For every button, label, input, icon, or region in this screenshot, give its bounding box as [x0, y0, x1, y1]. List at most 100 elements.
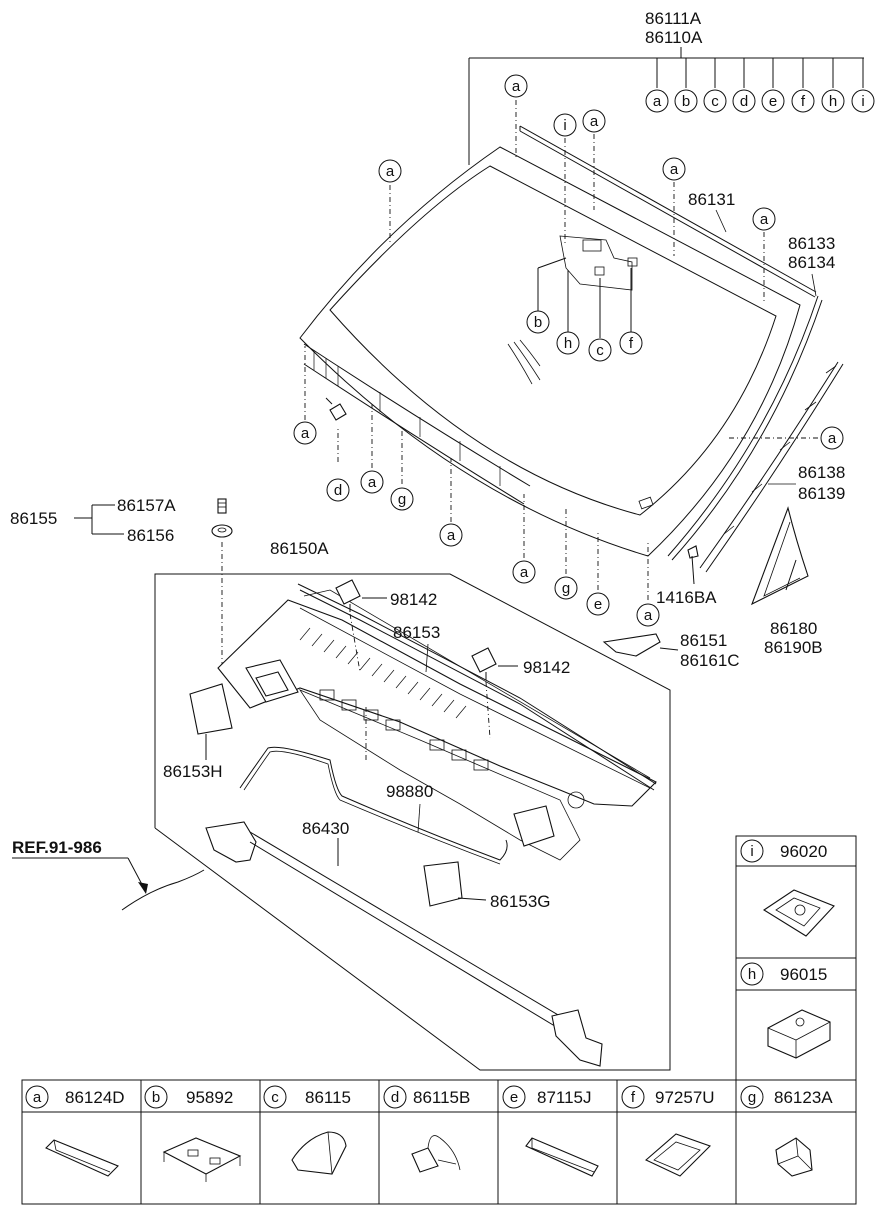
callout: d	[334, 482, 342, 499]
screw-86157A	[217, 498, 227, 514]
header-letter: c	[711, 93, 719, 110]
bracket-86155	[74, 504, 124, 535]
label-86190B: 86190B	[764, 638, 823, 657]
bottom-table-cell-a: a 86124D	[25, 1085, 125, 1109]
label-86111A: 86111A	[645, 9, 702, 28]
bottom-table-cell-c: c 86115	[263, 1085, 351, 1109]
part-icon-87115J	[525, 1137, 599, 1177]
bottom-table-cell-b: b 95892	[144, 1085, 233, 1109]
label-86161C: 86161C	[680, 651, 740, 670]
callout: a	[590, 113, 599, 130]
cell-part: 87115J	[537, 1088, 592, 1107]
cowl-top-panel	[217, 589, 657, 861]
label-98880: 98880	[386, 782, 433, 801]
label-86131: 86131	[688, 190, 735, 209]
label-86155: 86155	[10, 509, 57, 528]
callout: a	[670, 161, 679, 178]
label-86150A: 86150A	[270, 539, 329, 558]
callout: f	[629, 335, 634, 352]
cell-part: 97257U	[655, 1088, 715, 1107]
header-letter: e	[769, 93, 777, 110]
label-98142-b: 98142	[523, 658, 570, 677]
part-icon-86123A	[775, 1137, 813, 1177]
lower-cowl-rail	[205, 821, 603, 1067]
side-letter: h	[748, 966, 756, 983]
side-table-row-i: i 96020	[740, 839, 827, 863]
callout: a	[644, 607, 653, 624]
label-86139: 86139	[798, 484, 845, 503]
label-86153G: 86153G	[490, 892, 551, 911]
callout: a	[368, 474, 377, 491]
callout: b	[534, 314, 542, 331]
side-trim	[699, 361, 844, 573]
label-86153H: 86153H	[163, 762, 223, 781]
label-86153: 86153	[393, 623, 440, 642]
header-letter-circles: a b c d e f h i	[645, 89, 875, 113]
cell-letter: e	[510, 1089, 518, 1106]
part-icon-96015	[767, 1009, 831, 1059]
header-letter: a	[653, 93, 662, 110]
seal-86153G	[423, 861, 487, 907]
label-86134: 86134	[788, 253, 835, 272]
cell-part: 86124D	[65, 1088, 125, 1107]
header-letter: h	[829, 93, 837, 110]
upper-molding	[519, 125, 817, 298]
callout: h	[564, 335, 572, 352]
cowl-seal	[297, 583, 657, 791]
ref-leader	[12, 857, 205, 911]
label-86138: 86138	[798, 463, 845, 482]
cell-letter: f	[631, 1089, 636, 1106]
cell-part: 86115	[305, 1088, 351, 1107]
header-letter: f	[801, 93, 806, 110]
label-1416BA: 1416BA	[656, 588, 717, 607]
cell-part: 95892	[186, 1088, 233, 1107]
side-part: 96020	[780, 842, 827, 861]
washer-hose	[239, 704, 508, 865]
label-86180: 86180	[770, 619, 817, 638]
seal-86153H	[189, 683, 233, 760]
bottom-table-cell-d: d 86115B	[383, 1085, 470, 1109]
label-86151: 86151	[680, 631, 727, 650]
cell-letter: g	[748, 1089, 756, 1106]
part-icon-86124D	[45, 1139, 119, 1177]
cell-part: 86123A	[774, 1088, 833, 1107]
label-86133: 86133	[788, 234, 835, 253]
label-86157A: 86157A	[117, 496, 176, 515]
washer-nozzle-right	[471, 647, 518, 739]
side-part: 96015	[780, 965, 827, 984]
callout: i	[563, 117, 566, 134]
side-letter: i	[750, 843, 753, 860]
header-letter: b	[682, 93, 690, 110]
callout: g	[398, 491, 406, 508]
callout: a	[447, 527, 456, 544]
grommet-86156	[211, 524, 233, 538]
bottom-table-cell-f: f 97257U	[621, 1085, 715, 1109]
bottom-table-cell-g: g 86123A	[740, 1085, 833, 1109]
cell-letter: b	[152, 1089, 160, 1106]
bottom-table-cell-e: e 87115J	[502, 1085, 592, 1109]
callout: a	[520, 564, 529, 581]
header-bracket	[468, 47, 864, 165]
callout: a	[301, 425, 310, 442]
callout: a	[512, 78, 521, 95]
windshield-glass	[299, 146, 801, 557]
label-86110A: 86110A	[645, 28, 703, 47]
corner-cover	[750, 506, 809, 606]
part-icon-97257U	[645, 1133, 712, 1177]
side-table-row-h: h 96015	[740, 962, 827, 986]
label-86430: 86430	[302, 819, 349, 838]
part-icon-86115	[291, 1131, 347, 1175]
cell-letter: c	[271, 1089, 279, 1106]
label-86156: 86156	[127, 526, 174, 545]
callout: g	[562, 580, 570, 597]
label-98142-a: 98142	[390, 590, 437, 609]
cell-letter: d	[391, 1089, 399, 1106]
header-letter: d	[740, 93, 748, 110]
washer-nozzle-left	[335, 579, 387, 673]
part-icon-96020	[762, 889, 835, 937]
ref-label: REF.91-986	[12, 838, 102, 857]
part-icon-95892	[162, 1137, 242, 1182]
callout: a	[760, 211, 769, 228]
windshield-callouts: a a i a a a b h c f a d a g a a g e a a	[293, 74, 844, 627]
